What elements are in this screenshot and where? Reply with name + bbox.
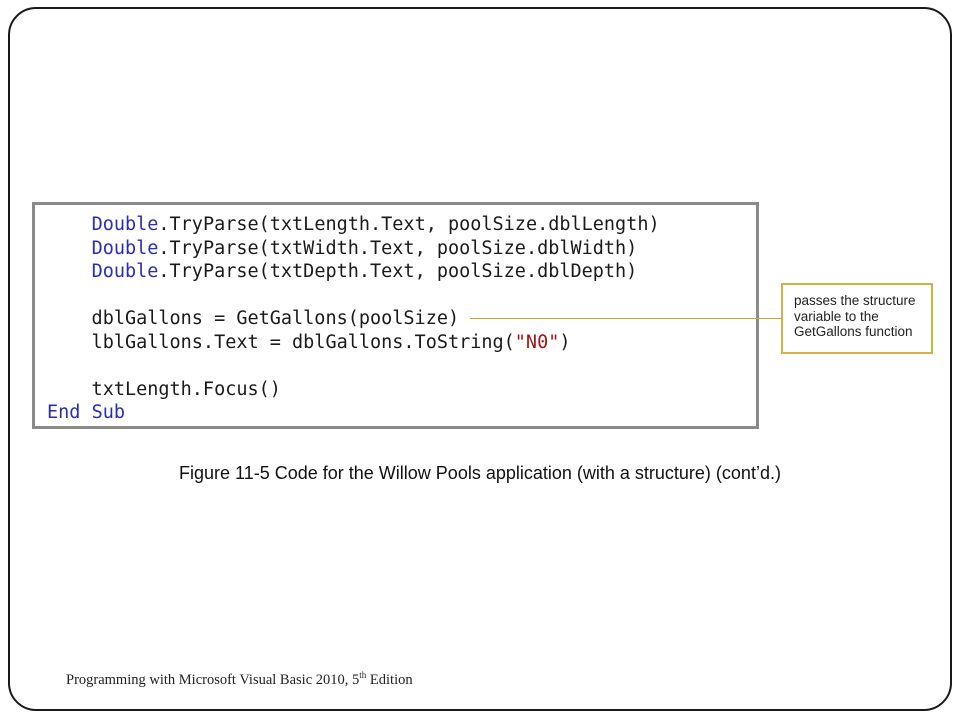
code-line: dblGallons = GetGallons(poolSize) (47, 307, 660, 331)
code-text: dblGallons = GetGallons(poolSize) (47, 308, 460, 329)
code-line: Double.TryParse(txtDepth.Text, poolSize.… (47, 260, 660, 284)
code-listing: Double.TryParse(txtLength.Text, poolSize… (47, 213, 660, 425)
footer-suffix: Edition (366, 672, 413, 688)
code-line (47, 354, 660, 378)
callout-line: variable to the (794, 308, 879, 324)
callout-line: passes the structure (794, 293, 916, 308)
code-listing-box: Double.TryParse(txtLength.Text, poolSize… (32, 202, 759, 429)
code-line: Double.TryParse(txtLength.Text, poolSize… (47, 213, 660, 237)
footer-superscript: th (359, 670, 367, 680)
code-text (47, 261, 92, 282)
code-keyword: Double (91, 237, 159, 259)
callout-connector-line (470, 318, 781, 319)
code-line (47, 284, 660, 308)
callout-box: passes the structure variable to the Get… (781, 283, 933, 354)
callout-line: GetGallons function (794, 324, 913, 339)
code-line: End Sub (47, 401, 660, 425)
code-text: lblGallons.Text = dblGallons.ToString( (47, 331, 515, 353)
code-text (47, 238, 92, 259)
code-keyword: End (47, 402, 81, 423)
code-keyword: Sub (91, 402, 125, 423)
code-text (80, 402, 91, 423)
footer-text: Programming with Microsoft Visual Basic … (66, 670, 413, 689)
code-text (47, 214, 92, 235)
code-text: txtLength.Focus() (47, 378, 281, 400)
code-text: .TryParse(txtWidth.Text, poolSize.dblWid… (158, 237, 638, 259)
figure-caption: Figure 11-5 Code for the Willow Pools ap… (179, 463, 781, 483)
code-line: lblGallons.Text = dblGallons.ToString("N… (47, 331, 660, 355)
code-line: Double.TryParse(txtWidth.Text, poolSize.… (47, 237, 660, 261)
code-text: .TryParse(txtLength.Text, poolSize.dblLe… (158, 214, 660, 235)
code-string: "N0" (514, 331, 560, 353)
code-line: txtLength.Focus() (47, 378, 660, 402)
footer-title: Programming with Microsoft Visual Basic … (66, 672, 360, 688)
code-keyword: Double (91, 261, 159, 282)
code-text: .TryParse(txtDepth.Text, poolSize.dblDep… (158, 261, 638, 282)
code-keyword: Double (91, 214, 159, 235)
code-text: ) (559, 331, 571, 353)
